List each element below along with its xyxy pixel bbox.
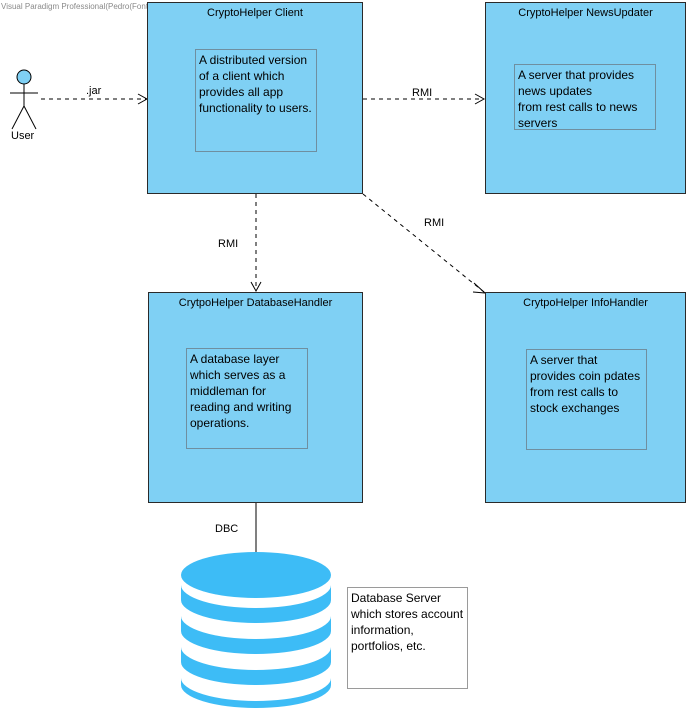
node-database-handler[interactable]: CrytpoHelper DatabaseHandler A database … bbox=[148, 292, 363, 503]
edge-label-client-news: RMI bbox=[412, 87, 433, 99]
node-info-handler[interactable]: CrytpoHelper InfoHandler A server that p… bbox=[485, 292, 686, 503]
note-database-server: Database Server which stores account inf… bbox=[347, 587, 468, 689]
note-database-handler: A database layer which serves as a middl… bbox=[186, 348, 308, 449]
actor-head bbox=[16, 69, 32, 85]
edge-client-news bbox=[363, 93, 486, 105]
edge-label-client-info: RMI bbox=[424, 217, 445, 229]
node-title-news-updater: CryptoHelper NewsUpdater bbox=[518, 7, 653, 19]
note-info-handler: A server that provides coin pdates from … bbox=[526, 349, 647, 450]
edge-label-database-db: DBC bbox=[215, 523, 239, 535]
node-title-client: CryptoHelper Client bbox=[207, 7, 303, 19]
edge-label-client-database: RMI bbox=[218, 238, 239, 250]
note-news-updater: A server that provides news updates from… bbox=[514, 64, 656, 130]
edge-label-user-client: .jar bbox=[86, 85, 102, 97]
watermark: Visual Paradigm Professional(Pedro(Fonty… bbox=[1, 2, 211, 11]
node-title-info-handler: CrytpoHelper InfoHandler bbox=[523, 297, 648, 309]
node-news-updater[interactable]: CryptoHelper NewsUpdater A server that p… bbox=[485, 2, 686, 194]
note-client: A distributed version of a client which … bbox=[195, 49, 317, 152]
edge-client-info bbox=[362, 193, 487, 294]
user-actor[interactable] bbox=[10, 69, 38, 130]
database-cylinder-icon[interactable] bbox=[181, 552, 331, 708]
edge-client-database bbox=[250, 194, 262, 293]
node-client[interactable]: CryptoHelper Client A distributed versio… bbox=[147, 2, 363, 194]
actor-label: User bbox=[11, 130, 35, 142]
node-title-database-handler: CrytpoHelper DatabaseHandler bbox=[178, 297, 333, 309]
